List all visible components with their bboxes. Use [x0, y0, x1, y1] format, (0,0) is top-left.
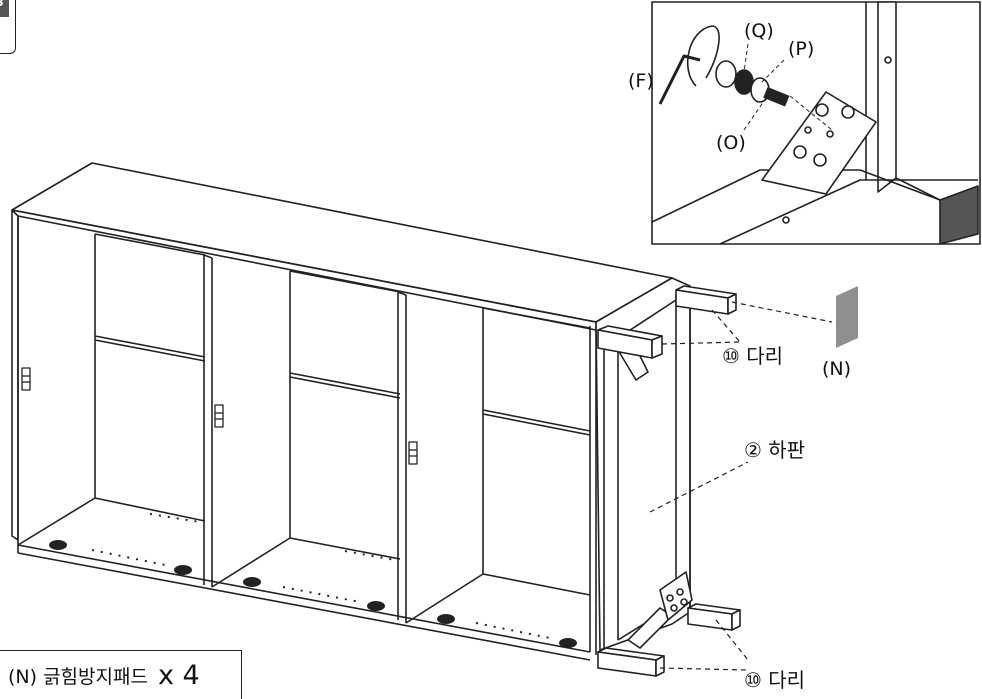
- label-part-o: (O): [716, 132, 746, 154]
- divider-1: [203, 254, 213, 587]
- parts-box-name: (N) 긁힘방지패드: [8, 665, 148, 688]
- step-number: 3: [0, 0, 4, 9]
- parts-list-box: (N) 긁힘방지패드 x 4: [0, 650, 242, 699]
- compartment-3: [405, 308, 591, 624]
- legs-bottom: [597, 603, 741, 677]
- floor-holes: [91, 513, 551, 639]
- compartment-2: [211, 271, 401, 588]
- label-legs-bottom: ⑩ 다리: [744, 668, 806, 692]
- label-part-q: (Q): [744, 20, 774, 42]
- label-part-n: (N): [822, 358, 852, 380]
- cabinet-top: [11, 162, 673, 323]
- legs-top: [597, 285, 737, 359]
- divider-2: [397, 291, 407, 623]
- label-bottom-panel: ② 하판: [744, 438, 806, 462]
- bottom-panel-frame: [595, 277, 693, 651]
- floor-brackets: [49, 540, 577, 648]
- detail-inset: [651, 1, 981, 245]
- anti-scratch-pad: [836, 286, 858, 348]
- label-part-f: (F): [628, 70, 654, 92]
- compartment-1: [17, 234, 206, 546]
- parts-box-quantity: x 4: [157, 659, 200, 691]
- left-panel: [11, 209, 19, 541]
- step-tab-header: 3: [0, 0, 9, 17]
- step-number-tab: 3: [0, 0, 16, 54]
- cabinet-shell: [11, 162, 673, 661]
- label-legs-top: ⑩ 다리: [722, 344, 784, 368]
- leader-lines: [649, 301, 833, 671]
- label-part-p: (P): [788, 38, 815, 60]
- hinges: [21, 367, 418, 465]
